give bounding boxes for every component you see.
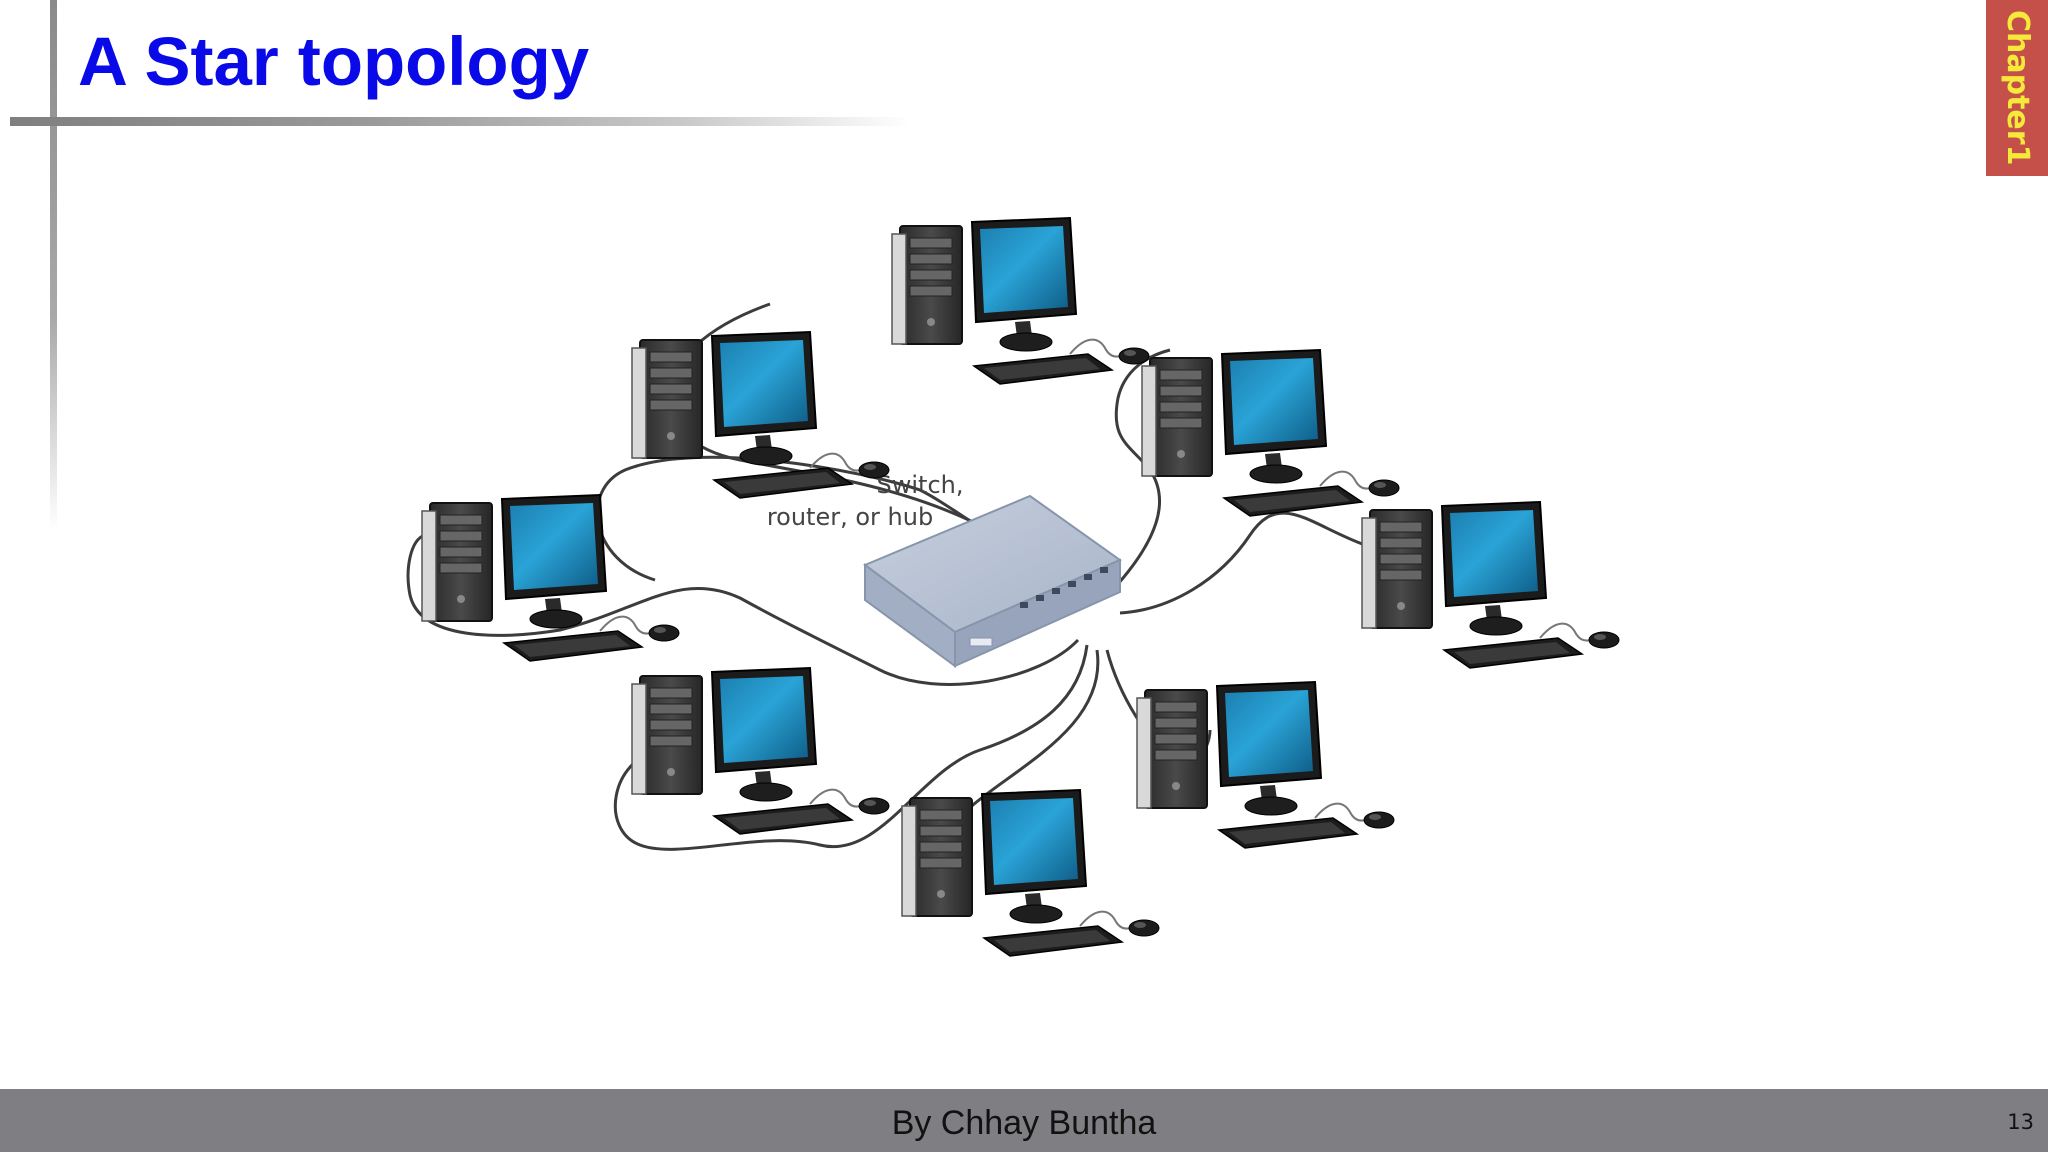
slide-title: A Star topology — [78, 23, 590, 100]
frame-vertical-line — [50, 0, 57, 530]
chapter-label: Chapter1 — [2000, 10, 2035, 166]
desktop-computer-icon — [421, 494, 680, 662]
hub-label-line1: Switch, — [877, 471, 964, 499]
desktop-computer-icon — [1141, 349, 1400, 517]
desktop-computer-icon — [1136, 681, 1395, 849]
desktop-computer-icon — [1361, 501, 1620, 669]
desktop-computer-icon — [631, 667, 890, 835]
hub-label-line2: router, or hub — [767, 503, 933, 531]
desktop-computer-icon — [891, 217, 1150, 385]
footer-bar: By Chhay Buntha 13 — [0, 1089, 2048, 1152]
network-switch-icon — [862, 494, 1123, 668]
frame-horizontal-line — [10, 117, 910, 126]
chapter-tab: Chapter1 — [1986, 0, 2048, 176]
page-number: 13 — [2007, 1110, 2034, 1134]
footer-author: By Chhay Buntha — [891, 1104, 1157, 1142]
star-topology-diagram: Switch, router, or hub — [406, 217, 1620, 957]
desktop-computer-icon — [901, 789, 1160, 957]
